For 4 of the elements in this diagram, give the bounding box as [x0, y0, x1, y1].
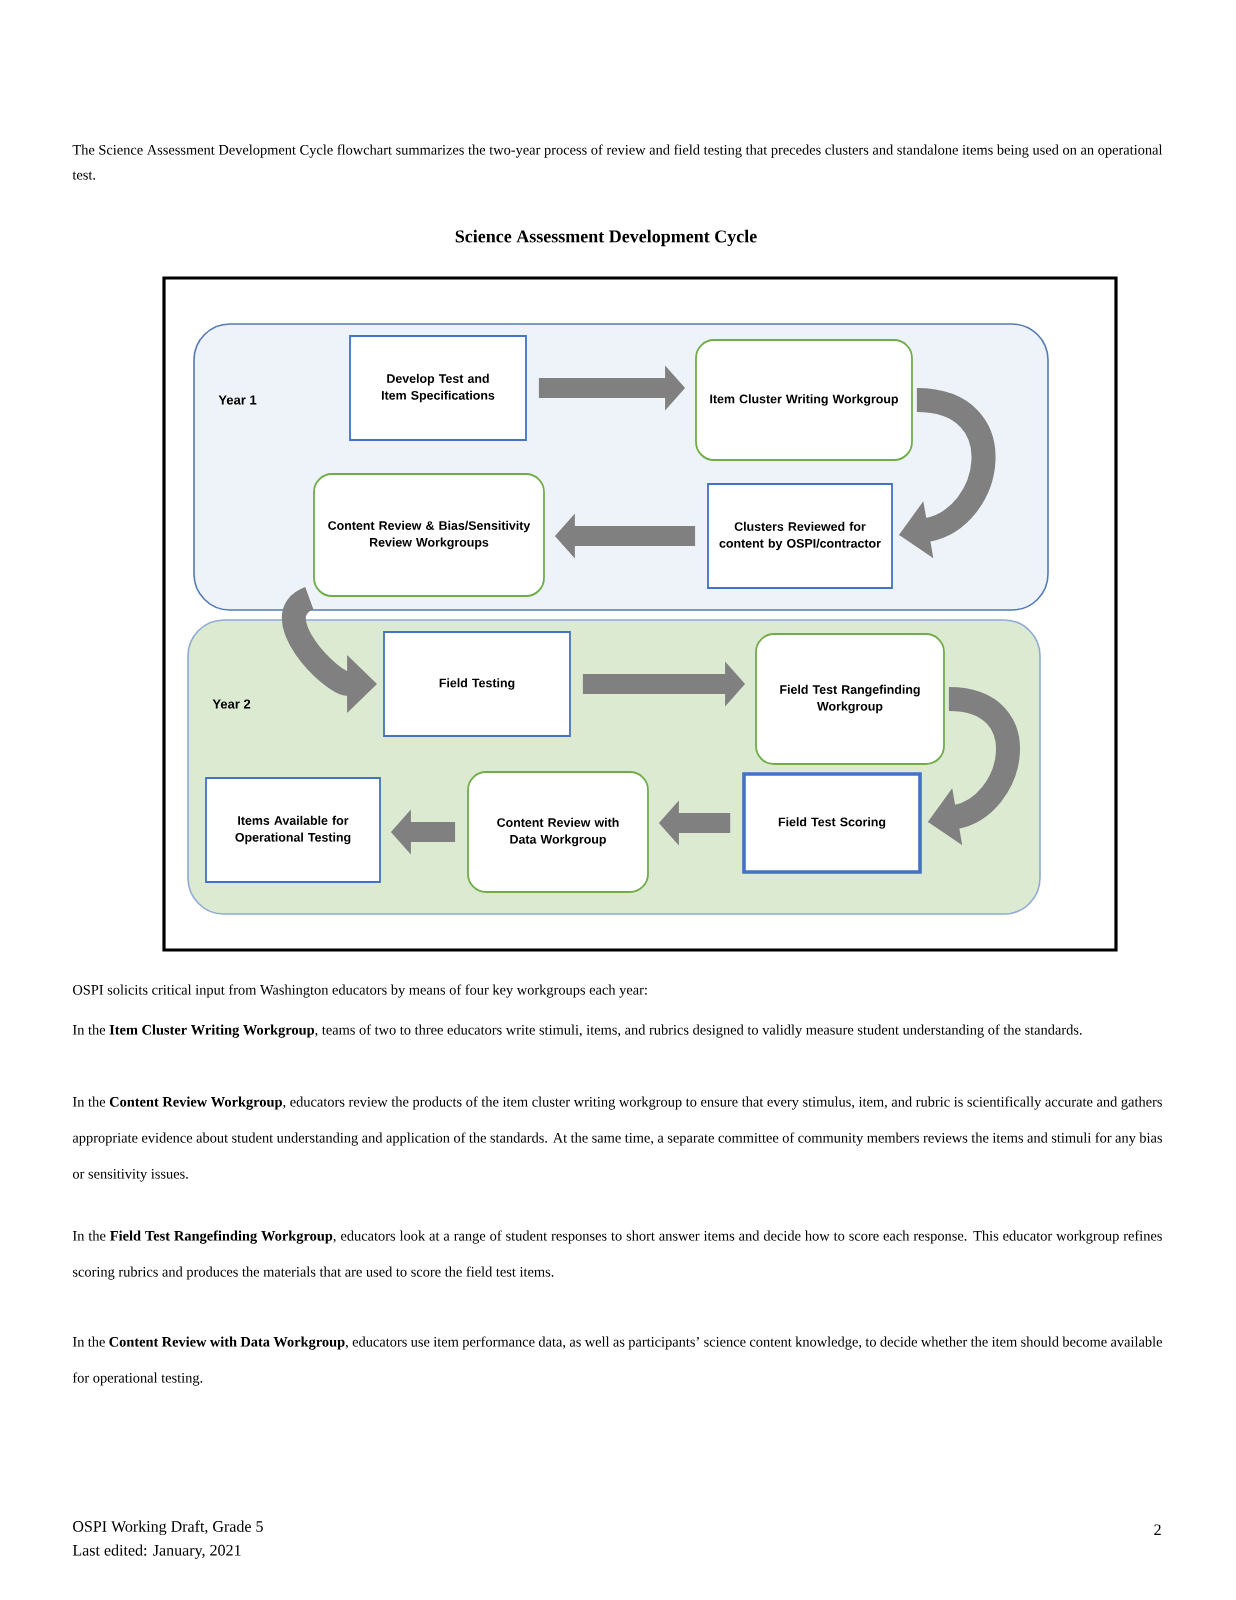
footer-text: OSPI Working Draft, Grade 5	[73, 1520, 263, 1536]
page-number: 2	[1154, 1524, 1161, 1535]
heading: Science Assessment Development Cycle	[455, 229, 757, 247]
footer-text: Last edited: January, 2021	[72, 1544, 241, 1559]
